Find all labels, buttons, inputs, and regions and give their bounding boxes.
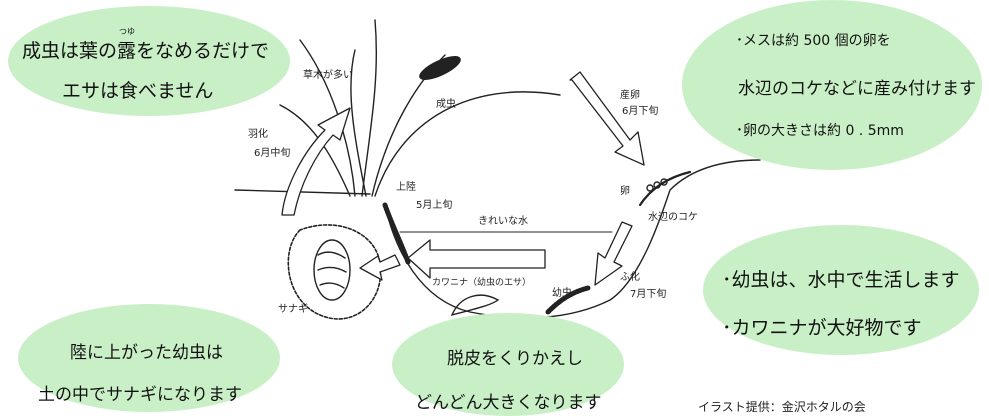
label-egg: 卵 xyxy=(620,186,630,197)
label-landing-date: 5月上旬 xyxy=(416,200,453,211)
label-landing: 上陸 xyxy=(396,182,416,193)
label-pupa: サナギ xyxy=(278,304,308,315)
grass-blade xyxy=(374,91,561,197)
bubble-adult xyxy=(8,6,290,116)
label-moss: 水辺のコケ xyxy=(648,212,698,223)
label-hatching: ふ化 xyxy=(620,272,640,283)
arrow-egg-laying xyxy=(569,71,645,166)
bubble-larva xyxy=(703,225,979,355)
pupa-note-line2: 土の中でサナギになります xyxy=(38,385,242,405)
egg-note-line3: ･卵の大きさは約 0 . 5mm xyxy=(736,123,904,139)
label-egg-laying: 産卵 xyxy=(620,90,640,101)
larva-note-line2: ･カワニナが大好物です xyxy=(722,317,922,339)
label-snail: カワニナ（幼虫のエサ） xyxy=(432,278,532,288)
molt-note-line1: 脱皮をくりかえし xyxy=(447,349,583,369)
bubble-pupa xyxy=(18,304,280,412)
molt-note-line2: どんどん大きくなります xyxy=(415,393,602,413)
ground-line xyxy=(234,189,371,195)
soil-ball xyxy=(287,224,382,320)
grass-blade xyxy=(361,19,378,197)
larva-water xyxy=(545,285,591,315)
adult-note-line1: 成虫は葉のつゆ露をなめるだけで xyxy=(22,27,270,62)
larva-note-line1: ･幼虫は、水中で生活します xyxy=(722,269,960,291)
adult-note-line2: エサは食べません xyxy=(62,80,214,102)
label-larva: 幼虫 xyxy=(552,288,572,299)
adult-firefly xyxy=(419,56,461,80)
ruby-reading: つゆ xyxy=(119,27,136,36)
arrow-to-pupa xyxy=(359,254,401,281)
pupa-note-line1: 陸に上がった幼虫は xyxy=(70,343,223,363)
label-grass: 草木が多い xyxy=(303,70,353,81)
grass-blade xyxy=(299,39,356,197)
label-hatching-date: 7月下旬 xyxy=(630,289,667,300)
label-eclosion: 羽化 xyxy=(248,129,268,140)
pupa-body xyxy=(313,239,351,301)
larva-landing xyxy=(382,202,411,265)
credit-text: イラスト提供：金沢ホタルの会 xyxy=(698,400,866,414)
label-adult: 成虫 xyxy=(436,99,456,110)
egg-note-line1: ･メスは約 500 個の卵を xyxy=(736,33,891,49)
grass-blade xyxy=(350,49,367,197)
riverbed xyxy=(384,159,761,319)
bubble-egg xyxy=(682,0,982,170)
snail xyxy=(450,294,500,317)
egg-note-line2: 水辺のコケなどに産み付けます xyxy=(738,79,976,99)
label-clean-water: きれいな水 xyxy=(478,216,528,227)
label-egg-laying-date: 6月下旬 xyxy=(622,106,659,117)
label-eclosion-date: 6月中旬 xyxy=(254,148,291,159)
arrow-hatching xyxy=(594,221,633,286)
arrow-eclosion xyxy=(281,107,351,216)
bubble-molt xyxy=(392,313,624,416)
arrow-growth xyxy=(407,239,546,279)
